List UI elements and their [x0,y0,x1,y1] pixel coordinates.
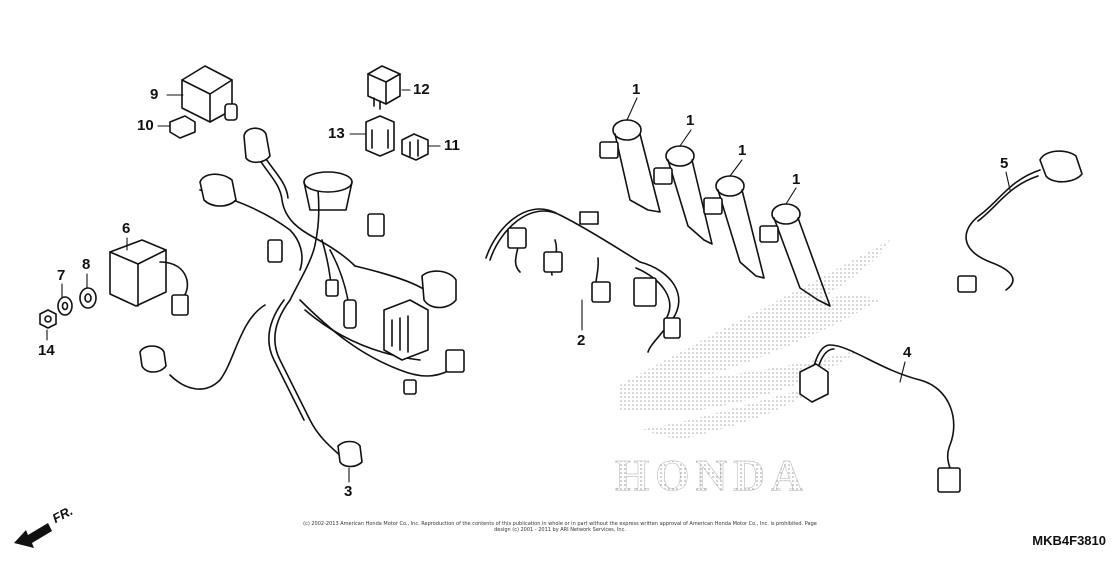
part-6-control-unit [109,239,189,316]
honda-watermark-text: HONDA [615,451,809,500]
part-14-nut [39,309,57,329]
part-11-connector [401,133,429,161]
part-9-sensor [181,65,238,123]
part-12-relay [367,65,401,110]
part-4-sensor-cable [799,344,961,493]
callout-6: 6 [122,220,131,237]
part-7-collar [57,296,73,316]
callout-2: 2 [577,332,586,349]
part-1-ignition-coil-b [653,145,713,245]
part-10-clip [169,115,196,139]
leader-lines [46,89,1011,483]
callout-9: 9 [150,86,159,103]
part-8-grommet [79,287,97,309]
callout-1-b: 1 [686,112,695,129]
copyright-notice: (c) 2002-2013 American Honda Motor Co., … [303,521,817,533]
callout-5: 5 [1000,155,1009,172]
callout-8: 8 [82,256,91,273]
part-3-main-harness [139,127,465,468]
part-1-ignition-coil-c [703,175,765,279]
diagram-reference-code: MKB4F3810 [1032,533,1106,548]
callout-13: 13 [328,125,345,142]
callout-11: 11 [444,137,460,154]
callout-4: 4 [903,344,912,361]
part-5-sensor-cable [957,150,1083,293]
callout-1-d: 1 [792,171,801,188]
part-13-socket [365,115,395,157]
part-1-ignition-coil-a [599,119,661,213]
part-2-sub-harness [485,208,681,353]
callout-7: 7 [57,267,66,284]
callout-1-a: 1 [632,81,641,98]
part-1-ignition-coil-d [759,203,831,307]
callout-1-c: 1 [738,142,747,159]
callout-14: 14 [38,342,55,359]
callout-12: 12 [413,81,430,98]
callout-10: 10 [137,117,154,134]
front-direction-arrow-icon [14,523,52,548]
callout-3: 3 [344,483,353,500]
